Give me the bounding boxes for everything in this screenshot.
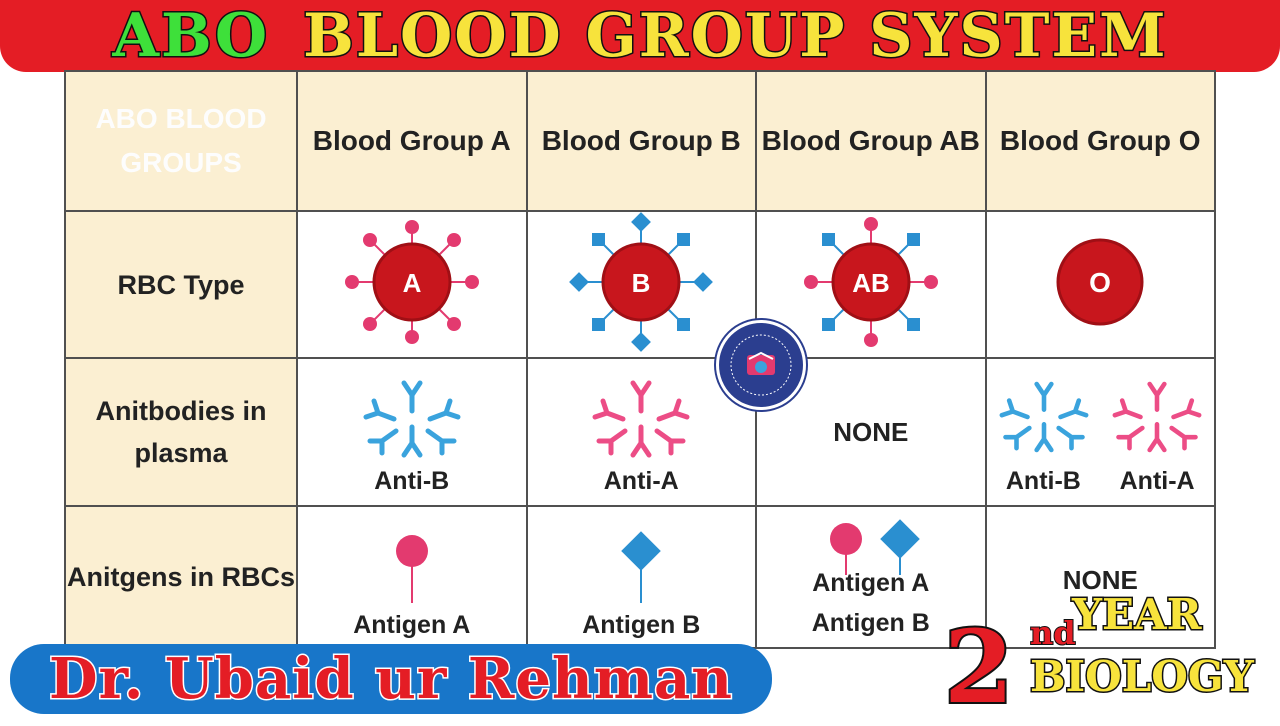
rbc-cell-o: O (984, 210, 1216, 359)
rbc-cell-b: B (525, 210, 757, 359)
row-label-antigens: Anitgens in RBCs (64, 505, 298, 649)
antigen-ab-icons (829, 519, 920, 575)
rbc-label-b: B (632, 268, 651, 298)
abo-blood-group-table: ABO BLOOD GROUPS Blood Group A Blood Gro… (64, 70, 1216, 649)
antigen-label-b: Antigen B (582, 611, 701, 639)
antigen-label-none: NONE (1062, 565, 1138, 595)
rbc-label-a: A (402, 268, 421, 298)
red-blood-cell-icon: AB (803, 217, 938, 347)
column-header-o: Blood Group O (984, 70, 1216, 212)
author-name: Dr. Ubaid ur Rehman (48, 645, 734, 714)
antigen-a-pin-icon (395, 535, 428, 603)
antibody-cluster-blue-icon (363, 380, 461, 458)
rbc-label-ab: AB (852, 268, 890, 298)
antigen-b-diamond-icon (621, 531, 662, 603)
antigen-label-a: Antigen A (353, 611, 471, 639)
antibody-cluster-pink-icon (592, 380, 690, 458)
table-row-antibodies: Anitbodies in plasma Anti-B (64, 357, 1216, 507)
year-suffix: nd (1029, 613, 1077, 653)
column-header-b: Blood Group B (525, 70, 757, 212)
antigen-label-b: Antigen B (811, 609, 930, 637)
antigen-cell-a: Antigen A (296, 505, 528, 649)
rbc-label-o: O (1089, 267, 1111, 298)
antibody-cell-a: Anti-B (296, 357, 528, 507)
year-number: 2 (942, 608, 1016, 726)
antibody-label-anti-a: Anti-A (1119, 467, 1195, 495)
antibody-cluster-blue-icon (999, 381, 1088, 453)
antigen-label-a: Antigen A (812, 569, 930, 597)
table-header-row: ABO BLOOD GROUPS Blood Group A Blood Gro… (64, 70, 1216, 212)
table-row-rbc-type: RBC Type A (64, 210, 1216, 359)
corner-label: ABO BLOOD GROUPS (64, 70, 298, 212)
subject-label: BIOLOGY (1029, 651, 1256, 703)
title-banner: ABO BLOOD GROUP SYSTEM (0, 0, 1280, 73)
row-label-rbc-type: RBC Type (64, 210, 298, 359)
rbc-cell-a: A (296, 210, 528, 359)
antibody-cell-o: Anti-B Anti-A (984, 357, 1216, 507)
academy-logo-icon (716, 320, 806, 410)
red-blood-cell-icon: A (344, 220, 479, 344)
column-header-a: Blood Group A (296, 70, 528, 212)
antigen-cell-ab: Antigen A Antigen B (755, 505, 987, 649)
red-blood-cell-icon: O (1056, 238, 1144, 326)
antigen-cell-b: Antigen B (525, 505, 757, 649)
year-word: YEAR (1071, 589, 1203, 641)
red-blood-cell-icon: B (569, 212, 714, 352)
antigen-cell-o: NONE (984, 505, 1216, 649)
table-row-antigens: Anitgens in RBCs Antigen A Antigen B (64, 505, 1216, 649)
antibody-label-anti-b: Anti-B (374, 467, 450, 495)
antibody-cluster-pink-icon (1112, 381, 1202, 453)
column-header-ab: Blood Group AB (755, 70, 987, 212)
row-label-antibodies: Anitbodies in plasma (64, 357, 298, 507)
antibody-label-anti-b: Anti-B (1005, 467, 1081, 495)
antibody-label-anti-a: Anti-A (603, 467, 679, 495)
title-blood-group-system: BLOOD GROUP SYSTEM (302, 0, 1168, 73)
title-abo: ABO (111, 0, 270, 73)
author-banner: Dr. Ubaid ur Rehman (10, 644, 772, 714)
